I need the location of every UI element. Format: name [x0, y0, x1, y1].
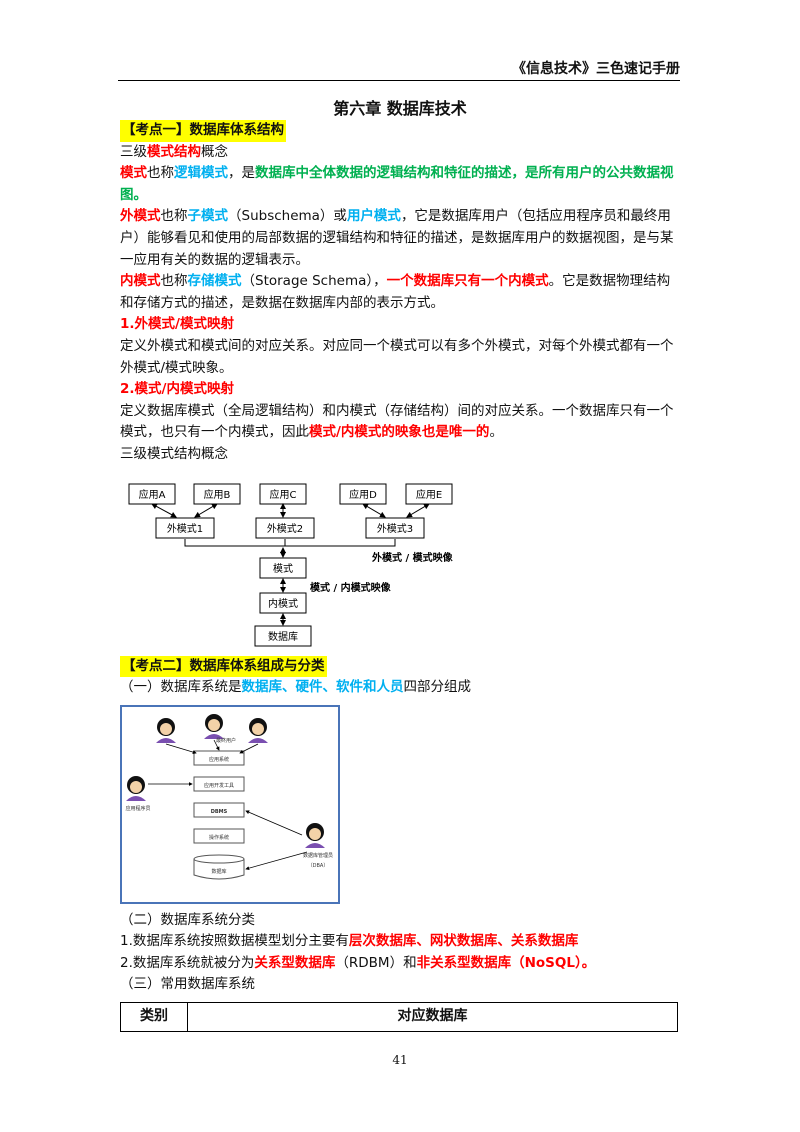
app-b-label: 应用B [204, 488, 231, 501]
text: 也称 [160, 273, 188, 290]
term-subschema: 子模式 [187, 208, 229, 225]
text: 也称 [160, 208, 188, 225]
text: ，是 [228, 165, 255, 182]
os-label: 操作系统 [209, 834, 229, 841]
dba-icon [305, 822, 325, 848]
running-header: 《信息技术》三色速记手册 [512, 61, 680, 77]
mapping1-label: 外模式 / 模式映像 [371, 551, 454, 564]
subtitle-highlight: 模式结构 [147, 143, 201, 160]
ext2-label: 外模式2 [267, 522, 303, 535]
mapping1-text: 定义外模式和模式间的对应关系。对应同一个模式可以有多个外模式，对每个外模式都有一… [120, 337, 674, 376]
schema-definition: 数据库中全体数据的逻辑结构和特征的描述，是所有用户的公共数据视图。 [120, 165, 674, 203]
database-box [254, 625, 312, 646]
database-label: 数据库 [268, 630, 298, 643]
page-number: 41 [392, 1053, 408, 1067]
diagram-caption: 三级模式结构概念 [120, 445, 228, 462]
point1-heading: 【考点一】数据库体系结构 [120, 120, 680, 142]
text: ，它是数据库用户（包括应用程序员和最终用户）能够看见和使用的局部数据的逻辑结构和… [120, 208, 674, 268]
point2-heading: 【考点二】数据库体系组成与分类 [120, 655, 680, 678]
db-models-highlight: 层次数据库、网状数据库、关系数据库 [348, 933, 579, 950]
term-schema: 模式 [120, 165, 147, 182]
subtitle-part: 概念 [201, 143, 228, 160]
app-d-label: 应用D [349, 488, 377, 501]
mapping2-label: 模式 / 内模式映像 [310, 581, 392, 594]
term-storage-schema: 存储模式 [187, 273, 242, 290]
text: 定义数据库模式（全局逻辑结构）和内模式（存储结构）间的对应关系。一个数据库只有一… [120, 402, 674, 441]
dba-abbr-label: （DBA） [308, 863, 329, 869]
text: 四部分组成 [403, 679, 472, 696]
term-external-schema: 外模式 [120, 208, 161, 225]
composition-line: （一）数据库系统是数据库、硬件、软件和人员四部分组成 [120, 677, 680, 699]
app-a-label: 应用A [139, 488, 166, 501]
content-body: 【考点一】数据库体系结构 三级模式结构概念 模式也称逻辑模式，是数据库中全体数据… [120, 120, 680, 1033]
composition-highlight: 数据库、硬件、软件和人员 [241, 679, 404, 696]
classification-2: 2.数据库系统就被分为关系型数据库（RDBM）和非关系型数据库（NoSQL）。 [120, 953, 680, 975]
text: （RDBM）和 [335, 954, 417, 971]
subtitle-part: 三级 [120, 143, 147, 160]
term-internal-schema: 内模式 [120, 273, 161, 290]
internal-schema-rule: 一个数据库只有一个内模式 [386, 273, 549, 290]
internal-schema-paragraph: 内模式也称存储模式（Storage Schema），一个数据库只有一个内模式。它… [120, 271, 680, 314]
term-logical-schema: 逻辑模式 [174, 165, 228, 182]
internal-label: 内模式 [268, 597, 298, 610]
text: 2.数据库系统就被分为 [120, 954, 255, 971]
ext1-box [155, 517, 215, 538]
programmer-icon [126, 775, 146, 801]
chapter-title: 第六章 数据库技术 [333, 99, 467, 118]
end-user-label: 最终用户 [216, 737, 236, 744]
schema-label: 模式 [273, 562, 293, 575]
text: 也称 [147, 165, 174, 182]
database-label-2: 数据库 [211, 868, 226, 875]
table-header-category: 类别 [120, 1002, 188, 1033]
ext3-label: 外模式3 [377, 522, 413, 535]
mapping1-heading: 1.外模式/模式映射 [120, 316, 234, 333]
text: （Subschema）或 [228, 208, 347, 225]
schema-paragraph: 模式也称逻辑模式，是数据库中全体数据的逻辑结构和特征的描述，是所有用户的公共数据… [120, 163, 680, 206]
point1-tag: 【考点一】数据库体系结构 [120, 120, 286, 142]
text: 1.数据库系统按照数据模型划分主要有 [120, 933, 349, 950]
table-header-databases: 对应数据库 [187, 1002, 678, 1033]
ext1-label: 外模式1 [167, 522, 203, 535]
dba-label: 数据库管理员 [303, 852, 333, 859]
text: （Storage Schema）， [241, 273, 387, 290]
text: 。它是数据物理结构和存储方式的描述，是数据在数据库内部的表示方式。 [120, 273, 671, 311]
classification-heading: （二）数据库系统分类 [120, 911, 255, 928]
ext3-box [365, 517, 425, 538]
classification-1: 1.数据库系统按照数据模型划分主要有层次数据库、网状数据库、关系数据库 [120, 931, 680, 953]
app-c-label: 应用C [270, 488, 297, 501]
db-systems-table: 类别 对应数据库 [120, 1002, 678, 1033]
ext2-box [255, 517, 315, 538]
point2-tag: 【考点二】数据库体系组成与分类 [120, 655, 327, 678]
text: 。 [489, 424, 503, 441]
table-header-row: 类别 对应数据库 [120, 1002, 678, 1033]
app-e-label: 应用E [416, 488, 442, 501]
three-level-schema-diagram: 应用A 应用B 应用C 应用D 应用E 外模式1 外模式2 外模式3 模式 内模… [120, 476, 680, 648]
header-rule [118, 80, 680, 81]
programmer-label: 应用程序员 [125, 805, 150, 812]
mapping2-text: 定义数据库模式（全局逻辑结构）和内模式（存储结构）间的对应关系。一个数据库只有一… [120, 401, 680, 444]
nosql-highlight: 非关系型数据库（NoSQL）。 [416, 954, 596, 971]
app-system-label: 应用系统 [209, 756, 229, 763]
text: （一）数据库系统是 [120, 679, 242, 696]
mapping2-heading: 2.模式/内模式映射 [120, 381, 234, 398]
external-schema-paragraph: 外模式也称子模式（Subschema）或用户模式，它是数据库用户（包括应用程序员… [120, 206, 680, 271]
db-system-diagram: 最终用户 应用系统 应用开发工具 DBMS 操作系统 数据库 应用程序员 数据库… [120, 704, 340, 904]
relational-db-highlight: 关系型数据库 [254, 954, 336, 971]
concept-subtitle: 三级模式结构概念 [120, 142, 680, 164]
dev-tool-label: 应用开发工具 [204, 782, 234, 789]
dbms-label: DBMS [211, 809, 228, 815]
common-systems-heading: （三）常用数据库系统 [120, 976, 255, 993]
end-user-icons [156, 713, 268, 743]
term-user-schema: 用户模式 [346, 208, 401, 225]
mapping-unique-highlight: 模式/内模式的映象也是唯一的 [309, 424, 490, 441]
